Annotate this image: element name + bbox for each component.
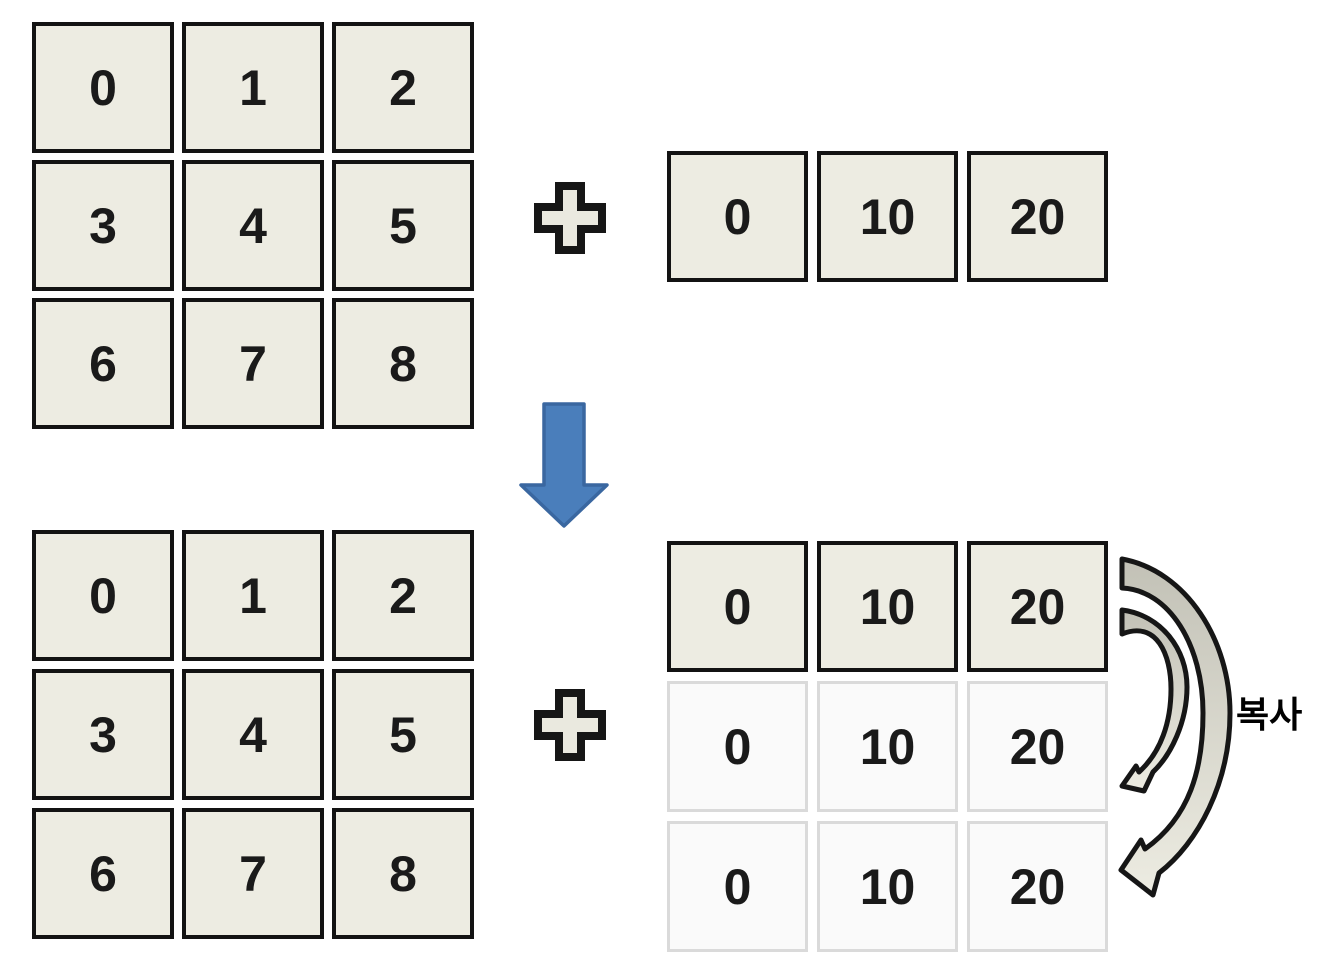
broadcast-cell-copy: 20: [967, 681, 1108, 812]
matrix-cell: 5: [332, 669, 474, 800]
matrix-cell: 1: [182, 22, 324, 153]
broadcast-matrix: 0 10 20 0 10 20 0 10 20: [667, 541, 1108, 952]
copy-arrow-inner-icon: [1119, 607, 1190, 794]
matrix-cell: 4: [182, 669, 324, 800]
matrix-cell: 8: [332, 298, 474, 429]
matrix-cell: 2: [332, 530, 474, 661]
matrix-top-left: 0 1 2 3 4 5 6 7 8: [32, 22, 474, 429]
matrix-cell: 4: [182, 160, 324, 291]
vector-cell: 20: [967, 151, 1108, 282]
broadcast-cell-copy: 20: [967, 821, 1108, 952]
matrix-cell: 7: [182, 298, 324, 429]
vector-cell: 0: [667, 151, 808, 282]
down-arrow-icon: [519, 402, 609, 528]
matrix-cell: 7: [182, 808, 324, 939]
matrix-cell: 3: [32, 160, 174, 291]
broadcast-cell-copy: 0: [667, 681, 808, 812]
broadcast-cell-copy: 0: [667, 821, 808, 952]
copy-arrow-outer-icon: [1118, 556, 1233, 898]
matrix-cell: 6: [32, 298, 174, 429]
broadcast-cell-original: 20: [967, 541, 1108, 672]
plus-icon: [534, 182, 606, 254]
vector-cell: 10: [817, 151, 958, 282]
plus-icon: [534, 689, 606, 761]
matrix-cell: 8: [332, 808, 474, 939]
copy-label: 복사: [1236, 694, 1303, 735]
matrix-cell: 6: [32, 808, 174, 939]
matrix-cell: 2: [332, 22, 474, 153]
broadcast-cell-copy: 10: [817, 681, 958, 812]
matrix-bottom-left: 0 1 2 3 4 5 6 7 8: [32, 530, 474, 939]
vector-top-right: 0 10 20: [667, 151, 1108, 282]
matrix-cell: 1: [182, 530, 324, 661]
matrix-cell: 0: [32, 530, 174, 661]
broadcast-cell-original: 0: [667, 541, 808, 672]
matrix-cell: 0: [32, 22, 174, 153]
matrix-cell: 3: [32, 669, 174, 800]
broadcast-cell-copy: 10: [817, 821, 958, 952]
copy-arrows: [1118, 556, 1233, 898]
broadcast-cell-original: 10: [817, 541, 958, 672]
matrix-cell: 5: [332, 160, 474, 291]
